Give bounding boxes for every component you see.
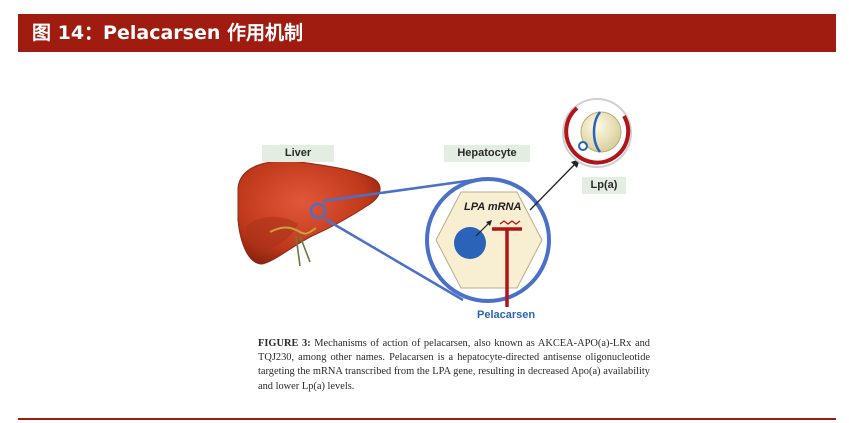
liver-lobe-shade [246,216,298,252]
bottom-rule [18,418,836,420]
mrna-arrow-head [486,220,492,226]
hepatocyte-label: Hepatocyte [444,145,530,162]
apo-b-loop [578,141,588,151]
page-header-banner: 图 14：Pelacarsen 作用机制 [18,14,836,52]
hepatic-vessel [295,235,311,267]
caption-label: FIGURE 3: [258,338,311,349]
liver-zoom-marker [309,202,327,220]
figure-caption: FIGURE 3: Mechanisms of action of pelaca… [258,337,650,394]
nucleus [454,227,486,259]
mrna-strand [499,220,521,225]
zoom-line-lower [324,217,464,302]
liver-label: Liver [262,145,334,162]
hepatocyte-cell [435,191,543,289]
bile-duct [269,226,317,235]
apo-b-band [592,111,602,153]
lpa-label: Lp(a) [582,177,626,194]
mrna-arrow [475,221,491,237]
export-arrow [529,163,576,211]
pelacarsen-label: Pelacarsen [477,309,536,321]
zoom-line-upper [322,178,475,203]
lipid-core [580,111,622,153]
apo-a-ring [564,106,631,165]
caption-text: Mechanisms of action of pelacarsen, also… [258,338,650,392]
figure-title: 图 14：Pelacarsen 作用机制 [32,22,303,44]
mrna-label: LPA mRNA [464,201,522,213]
